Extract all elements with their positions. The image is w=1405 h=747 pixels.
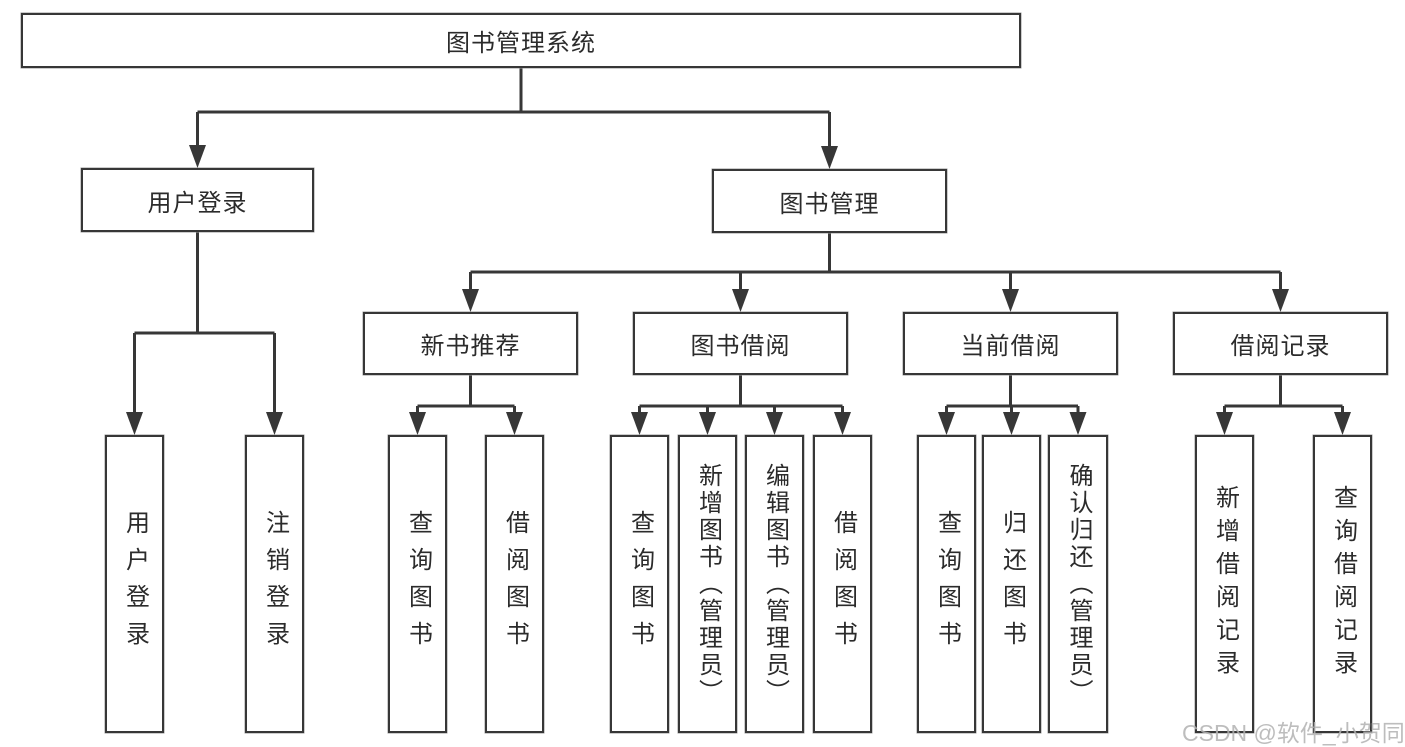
node-label: 查询图书 [626,510,654,658]
leaf-edit-book-admin: 编辑图书（管理员） [745,435,804,733]
node-label: 确认归还（管理员） [1065,462,1092,706]
node-label: 图书管理 [779,190,880,218]
node-label: 查询图书 [404,510,432,658]
node-label: 借阅图书 [829,510,857,658]
leaf-user-login: 用户登录 [105,435,164,733]
leaf-query-books-borrow: 查询图书 [610,435,669,733]
leaf-logout: 注销登录 [245,435,304,733]
node-label: 用户登录 [147,189,248,217]
leaf-borrow-books-recommend: 借阅图书 [485,435,544,733]
leaf-add-borrow-record: 新增借阅记录 [1195,435,1254,733]
leaf-query-books-recommend: 查询图书 [388,435,447,733]
node-label: 用户登录 [121,510,149,658]
node-label: 借阅图书 [501,510,529,658]
node-book-borrowing: 图书借阅 [633,312,848,375]
node-label: 归还图书 [998,510,1026,658]
node-user-login: 用户登录 [81,168,314,232]
node-label: 图书借阅 [690,333,791,360]
node-label: 编辑图书（管理员） [761,462,789,706]
csdn-watermark: CSDN @软件_小贺同学 [1182,720,1405,746]
leaf-borrow-books: 借阅图书 [813,435,872,733]
node-current-borrowing: 当前借阅 [903,312,1118,375]
node-label: 新增借阅记录 [1211,485,1239,683]
leaf-return-book: 归还图书 [982,435,1041,733]
node-label: 借阅记录 [1230,333,1331,360]
node-library-management-system: 图书管理系统 [21,13,1021,68]
leaf-query-borrow-record: 查询借阅记录 [1313,435,1372,733]
node-label: 注销登录 [261,510,289,658]
node-label: 当前借阅 [960,333,1061,360]
node-book-management: 图书管理 [712,169,947,233]
node-label: 查询图书 [933,510,961,658]
node-new-book-recommendation: 新书推荐 [363,312,578,375]
leaf-query-books-current: 查询图书 [917,435,976,733]
node-borrowing-records: 借阅记录 [1173,312,1388,375]
leaf-add-book-admin: 新增图书（管理员） [678,435,737,733]
node-label: 图书管理系统 [446,30,596,57]
leaf-confirm-return-admin: 确认归还（管理员） [1048,435,1108,733]
node-label: 新增图书（管理员） [694,462,722,706]
node-label: 查询借阅记录 [1329,485,1357,683]
node-label: 新书推荐 [420,333,521,360]
